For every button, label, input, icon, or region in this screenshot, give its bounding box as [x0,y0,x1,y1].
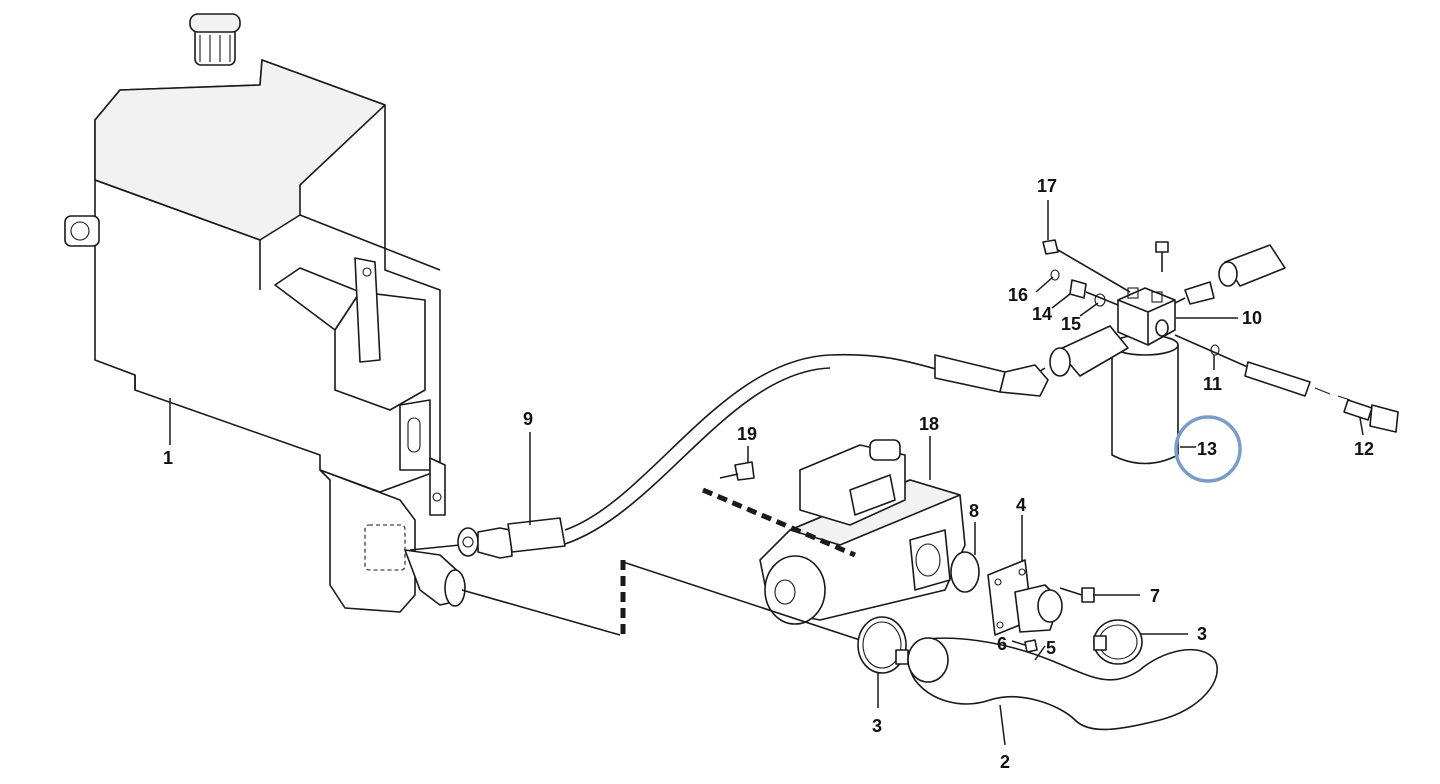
callout-4: 4 [1016,495,1026,515]
callout-12: 12 [1354,439,1374,459]
callout-13: 13 [1197,439,1217,459]
callout-3-left: 3 [872,716,882,736]
callout-6: 6 [997,634,1007,654]
leader-lines [169,200,1364,746]
callout-5: 5 [1046,638,1056,658]
callout-7: 7 [1150,586,1160,606]
hydraulic-pump [759,439,966,625]
callout-2: 2 [1000,752,1010,772]
callout-labels: 1 2 3 3 4 5 6 7 8 9 10 11 12 13 14 15 16… [163,176,1374,772]
hose-clamp-left [857,616,909,674]
callout-8: 8 [969,501,979,521]
hose-clamp-right [1093,619,1143,665]
callout-10: 10 [1242,308,1262,328]
highlight-circle [1174,415,1242,483]
flange [987,559,1095,667]
callout-9: 9 [523,409,533,429]
o-ring [950,551,980,593]
callout-11: 11 [1203,374,1222,394]
callout-17: 17 [1037,176,1057,196]
hydraulic-tank [64,13,466,613]
callout-16: 16 [1008,285,1028,305]
suction-fitting [409,517,566,559]
callout-18: 18 [919,414,939,434]
callout-15: 15 [1061,314,1081,334]
suction-hose [908,637,1218,731]
callout-14: 14 [1032,304,1052,324]
callout-3-right: 3 [1197,624,1207,644]
filter-assembly [1042,239,1399,465]
callout-19: 19 [737,424,757,444]
callout-1: 1 [163,448,173,468]
